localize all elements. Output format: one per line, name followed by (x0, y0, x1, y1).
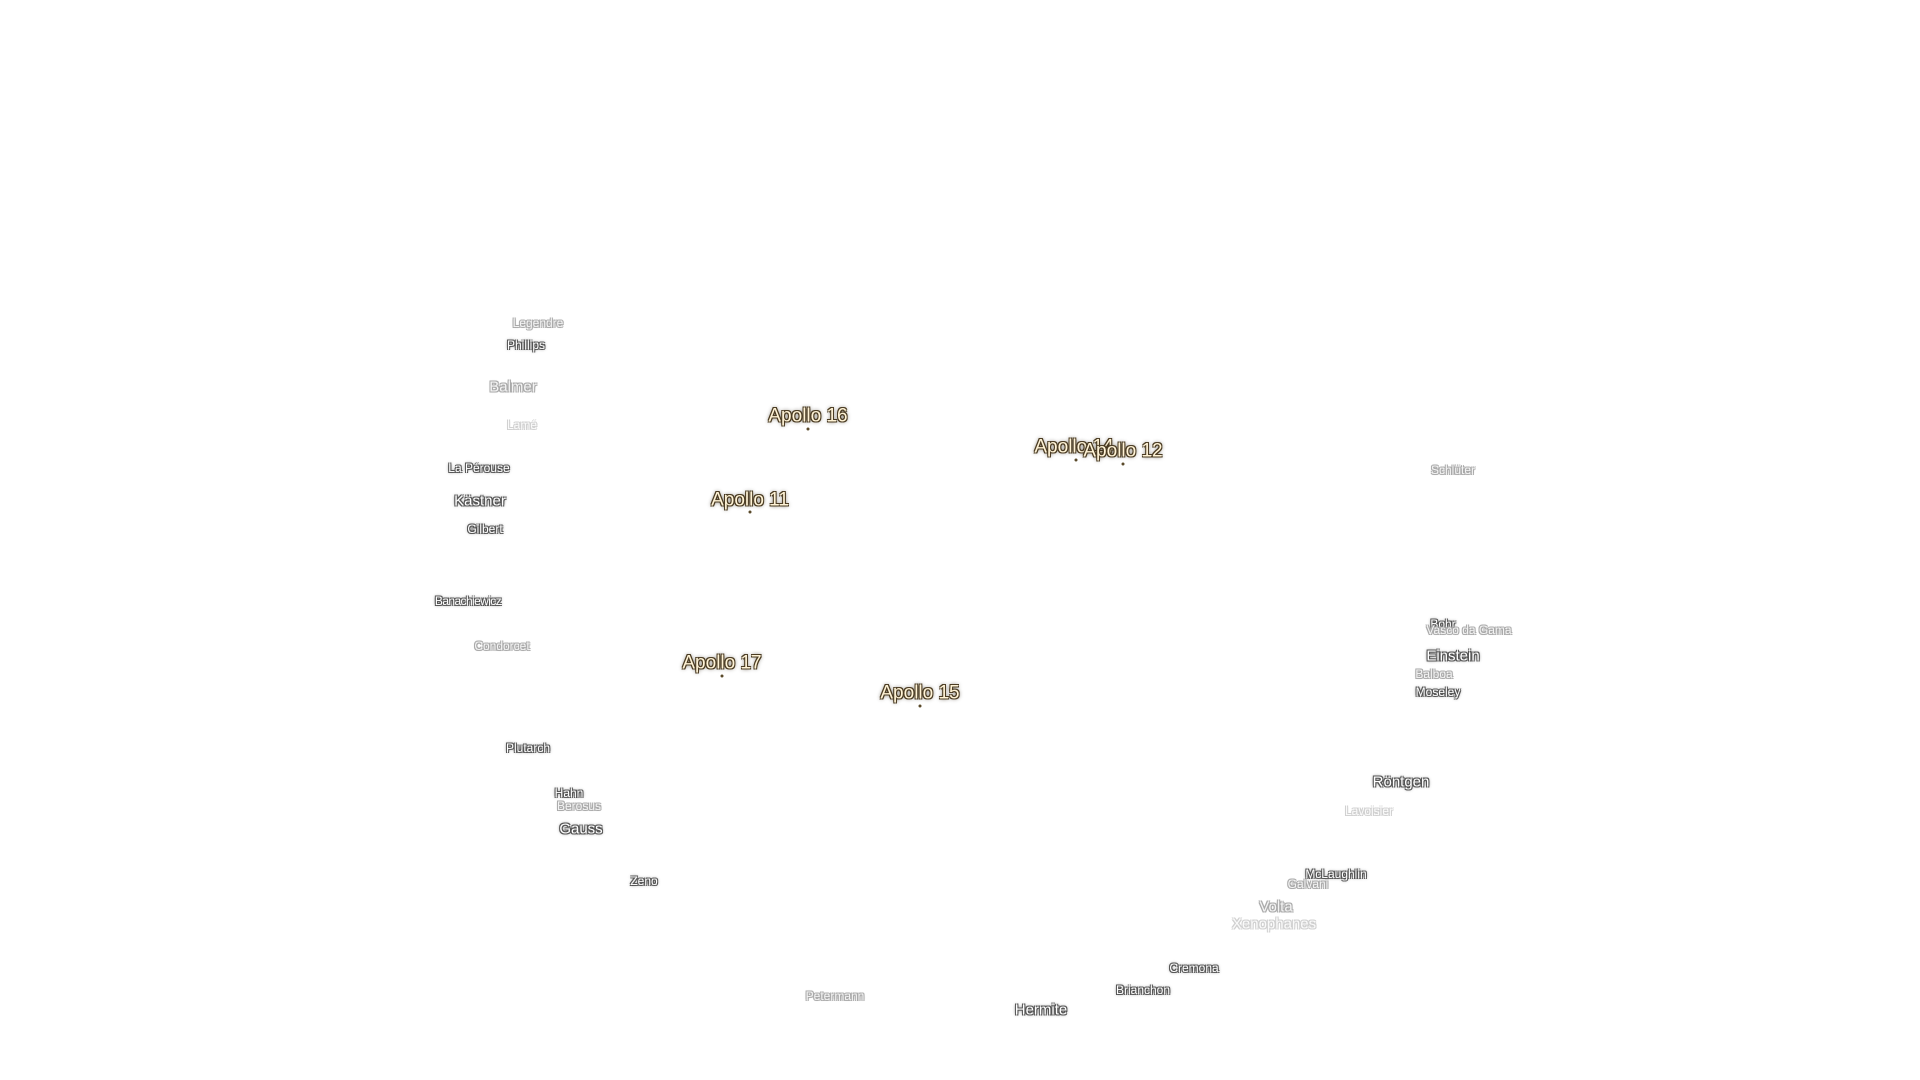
apollo-14-label[interactable]: Apollo 14 (1034, 436, 1114, 458)
crater-label-condorcet[interactable]: Condorcet (474, 639, 530, 653)
crater-label-petermann[interactable]: Petermann (805, 989, 865, 1003)
apollo-12-marker[interactable] (1121, 462, 1125, 466)
crater-label-gilbert[interactable]: Gilbert (467, 522, 503, 536)
crater-label-bohr[interactable]: Bohr (1430, 617, 1456, 631)
crater-label-balmer[interactable]: Balmer (489, 378, 537, 396)
crater-label-einstein[interactable]: Einstein (1426, 647, 1480, 665)
apollo-16-label[interactable]: Apollo 16 (768, 405, 848, 427)
crater-label-cremona[interactable]: Cremona (1169, 961, 1219, 975)
apollo-11-label[interactable]: Apollo 11 (711, 489, 789, 511)
apollo-16-marker[interactable] (806, 427, 810, 431)
crater-label-hahn[interactable]: Hahn (554, 786, 584, 800)
crater-label-legendre[interactable]: Legendre (512, 316, 564, 330)
apollo-12-label[interactable]: Apollo 12 (1083, 440, 1163, 462)
apollo-17-label[interactable]: Apollo 17 (682, 652, 762, 674)
crater-label-plutarch[interactable]: Plutarch (505, 741, 551, 755)
crater-label-phillips[interactable]: Phillips (506, 338, 546, 352)
apollo-15-label[interactable]: Apollo 15 (880, 682, 960, 704)
crater-label-moseley[interactable]: Moseley (1415, 685, 1461, 699)
crater-label-brianchon[interactable]: Brianchon (1115, 983, 1171, 997)
crater-label-xenophanes[interactable]: Xenophanes (1231, 915, 1317, 933)
crater-label-vasco-da-gama[interactable]: Vasco da Gama (1426, 623, 1512, 637)
crater-label-lavoisier[interactable]: Lavoisier (1344, 804, 1394, 818)
crater-label-mclaughlin[interactable]: McLaughlin (1305, 867, 1367, 881)
crater-label-schluter[interactable]: Schlüter (1430, 463, 1476, 477)
apollo-11-marker[interactable] (748, 510, 752, 514)
apollo-14-marker[interactable] (1074, 458, 1078, 462)
crater-label-hermite[interactable]: Hermite (1014, 1001, 1068, 1019)
crater-label-kastner[interactable]: Kästner (454, 492, 506, 510)
crater-label-volta[interactable]: Volta (1259, 898, 1293, 916)
crater-label-rontgen[interactable]: Röntgen (1372, 773, 1430, 791)
crater-label-banachiewicz[interactable]: Banachiewicz (434, 594, 502, 608)
crater-label-lame[interactable]: Lamé (506, 418, 538, 432)
crater-label-galvani[interactable]: Galvani (1287, 877, 1329, 891)
crater-label-berosus[interactable]: Berosus (556, 799, 602, 813)
apollo-17-marker[interactable] (720, 674, 724, 678)
apollo-15-marker[interactable] (918, 704, 922, 708)
crater-label-zeno[interactable]: Zeno (630, 874, 658, 888)
crater-label-la-perouse[interactable]: La Pérouse (448, 461, 510, 475)
crater-label-gauss[interactable]: Gauss (559, 820, 603, 838)
crater-label-balboa[interactable]: Balboa (1415, 667, 1453, 681)
